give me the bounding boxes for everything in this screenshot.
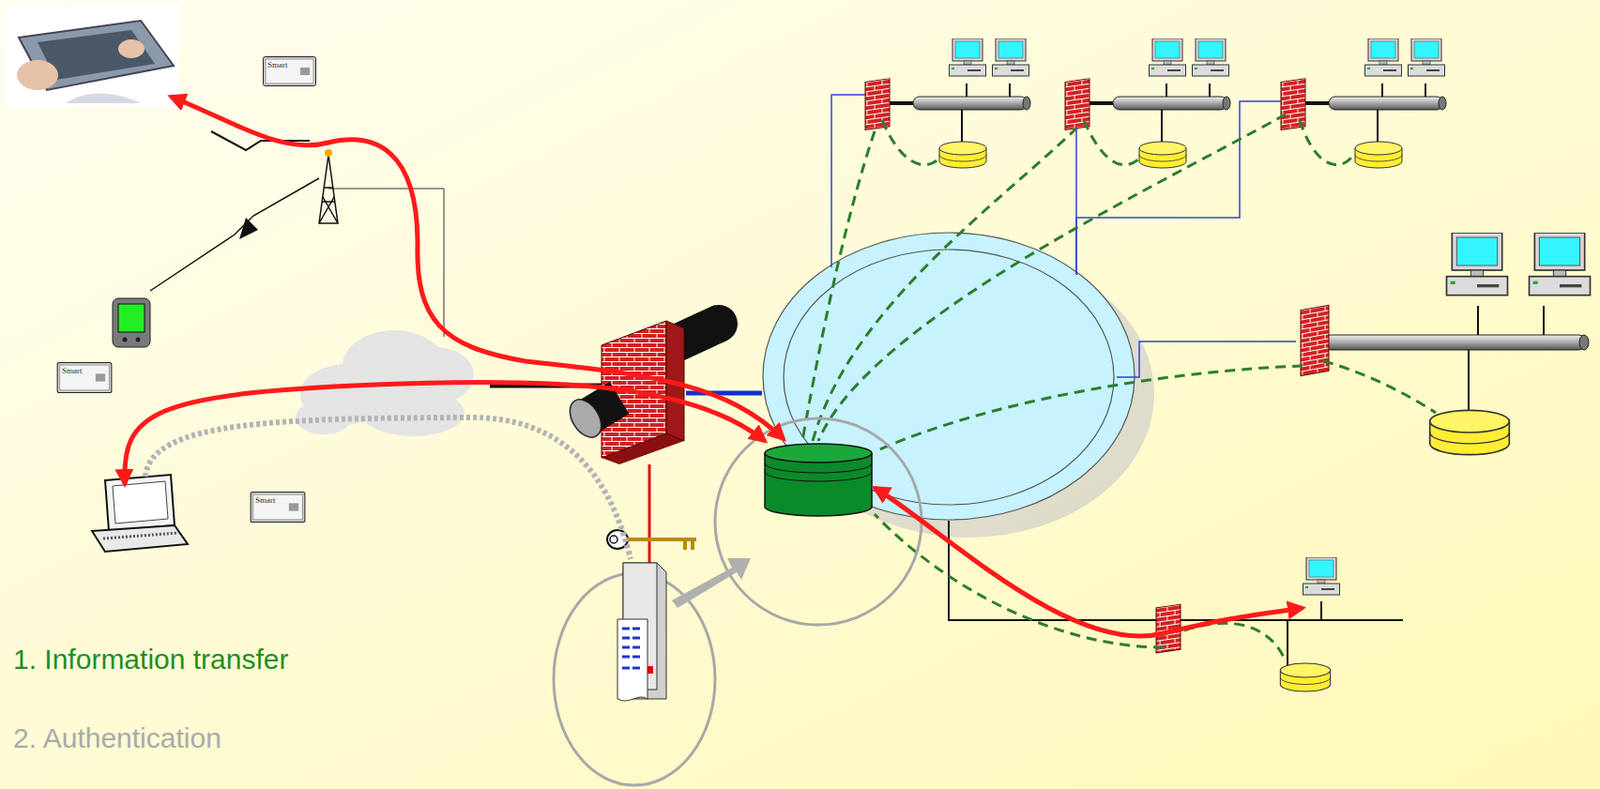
blue-links [831, 94, 1296, 378]
lan [1065, 38, 1231, 168]
firewall [563, 320, 719, 566]
central-database [764, 443, 872, 517]
smart-card [250, 492, 305, 523]
smart-card [263, 57, 317, 87]
replication-flows [802, 114, 1436, 662]
lan [1156, 557, 1341, 692]
auth-server [617, 558, 751, 701]
list-item: 2. Authentication [13, 722, 222, 756]
backbone-network [762, 232, 1155, 538]
lan [865, 38, 1031, 168]
card-label: Smart [255, 495, 276, 505]
smart-card [57, 363, 112, 394]
pda-device [112, 298, 151, 348]
card-label: Smart [267, 60, 289, 70]
laptop [91, 474, 188, 552]
information-flows [124, 96, 1303, 637]
highlight-circle [715, 418, 922, 625]
lan [1280, 38, 1447, 168]
list-item: 1. Information transfer [13, 643, 289, 677]
lan [1300, 232, 1591, 456]
card-label: Smart [61, 365, 83, 376]
tablet-device [4, 4, 179, 107]
auth-path [145, 417, 631, 560]
